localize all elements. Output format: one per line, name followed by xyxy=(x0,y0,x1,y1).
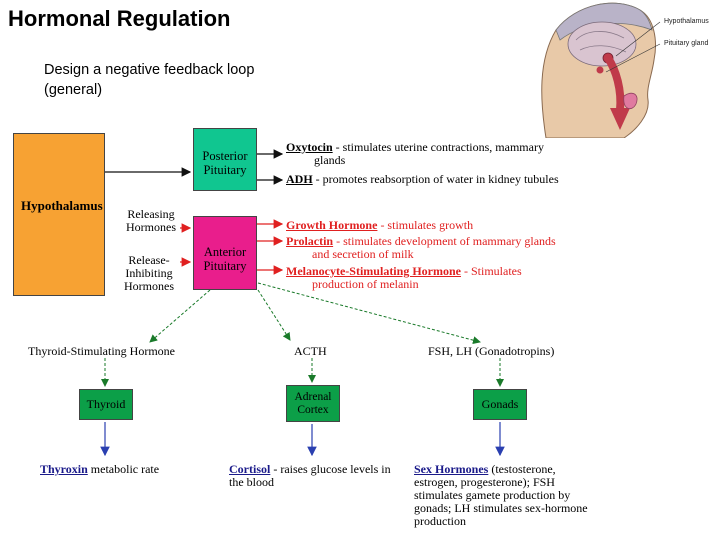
tsh-label: Thyroid-Stimulating Hormone xyxy=(28,344,175,358)
thyroxin-entry: Thyroxin metabolic rate xyxy=(40,463,200,476)
adh-entry: ADH - promotes reabsorption of water in … xyxy=(286,173,596,186)
cortisol-desc: - raises glucose levels in the blood xyxy=(229,462,391,489)
acth-label: ACTH xyxy=(294,344,327,358)
adrenal-cortex-box: Adrenal Cortex xyxy=(286,385,340,422)
posterior-pituitary-box: Posterior Pituitary xyxy=(193,128,257,191)
arrow-tsh xyxy=(149,289,211,343)
thyroxin-name: Thyroxin xyxy=(40,462,88,476)
oxytocin-desc-2: glands xyxy=(314,153,346,167)
msh-name: Melanocyte-Stimulating Hormone xyxy=(286,264,461,278)
cortisol-entry: Cortisol - raises glucose levels in the … xyxy=(229,463,394,489)
hypothalamus-illustration-label: Hypothalamus xyxy=(664,18,709,25)
gonadotropins-label: FSH, LH (Gonadotropins) xyxy=(428,344,555,358)
sex-hormones-desc: (testosterone, estrogen, progesterone); … xyxy=(414,462,588,528)
page-title: Hormonal Regulation xyxy=(8,6,231,31)
brain-illustration: Hypothalamus Pituitary gland xyxy=(536,0,720,139)
inhibiting-hormones-label: Release-Inhibiting Hormones xyxy=(124,253,174,293)
oxytocin-entry: Oxytocin - stimulates uterine contractio… xyxy=(286,141,586,167)
head-diagram-icon xyxy=(536,0,720,139)
msh-desc-2: production of melanin xyxy=(312,277,419,291)
anterior-pituitary-box: Anterior Pituitary xyxy=(193,216,257,290)
growth-hormone-desc: - stimulates growth xyxy=(377,218,474,232)
growth-hormone-name: Growth Hormone xyxy=(286,218,378,232)
hypothalamus-box: Hypothalamus xyxy=(13,133,105,296)
arrow-gonadotropins xyxy=(257,282,481,345)
oxytocin-desc: - stimulates uterine contractions, mamma… xyxy=(332,140,544,154)
msh-entry: Melanocyte-Stimulating Hormone - Stimula… xyxy=(286,265,586,291)
cortisol-name: Cortisol xyxy=(229,462,271,476)
pituitary-illustration-label: Pituitary gland xyxy=(664,40,709,47)
prolactin-entry: Prolactin - stimulates development of ma… xyxy=(286,235,586,261)
arrow-acth xyxy=(257,289,291,341)
prolactin-desc-2: and secretion of milk xyxy=(312,247,414,261)
sex-hormones-entry: Sex Hormones (testosterone, estrogen, pr… xyxy=(414,463,589,528)
prolactin-desc: - stimulates development of mammary glan… xyxy=(333,234,556,248)
adh-name: ADH xyxy=(286,172,313,186)
msh-desc: - Stimulates xyxy=(460,264,522,278)
prolactin-name: Prolactin xyxy=(286,234,334,248)
thyroxin-desc: metabolic rate xyxy=(87,462,160,476)
adh-desc: - promotes reabsorption of water in kidn… xyxy=(312,172,559,186)
releasing-hormones-label: Releasing Hormones xyxy=(126,207,176,234)
growth-hormone-entry: Growth Hormone - stimulates growth xyxy=(286,219,586,232)
gonads-box: Gonads xyxy=(473,389,527,420)
oxytocin-name: Oxytocin xyxy=(286,140,333,154)
sex-hormones-name: Sex Hormones xyxy=(414,462,489,476)
subtitle: Design a negative feedback loop (general… xyxy=(44,62,255,98)
thyroid-box: Thyroid xyxy=(79,389,133,420)
